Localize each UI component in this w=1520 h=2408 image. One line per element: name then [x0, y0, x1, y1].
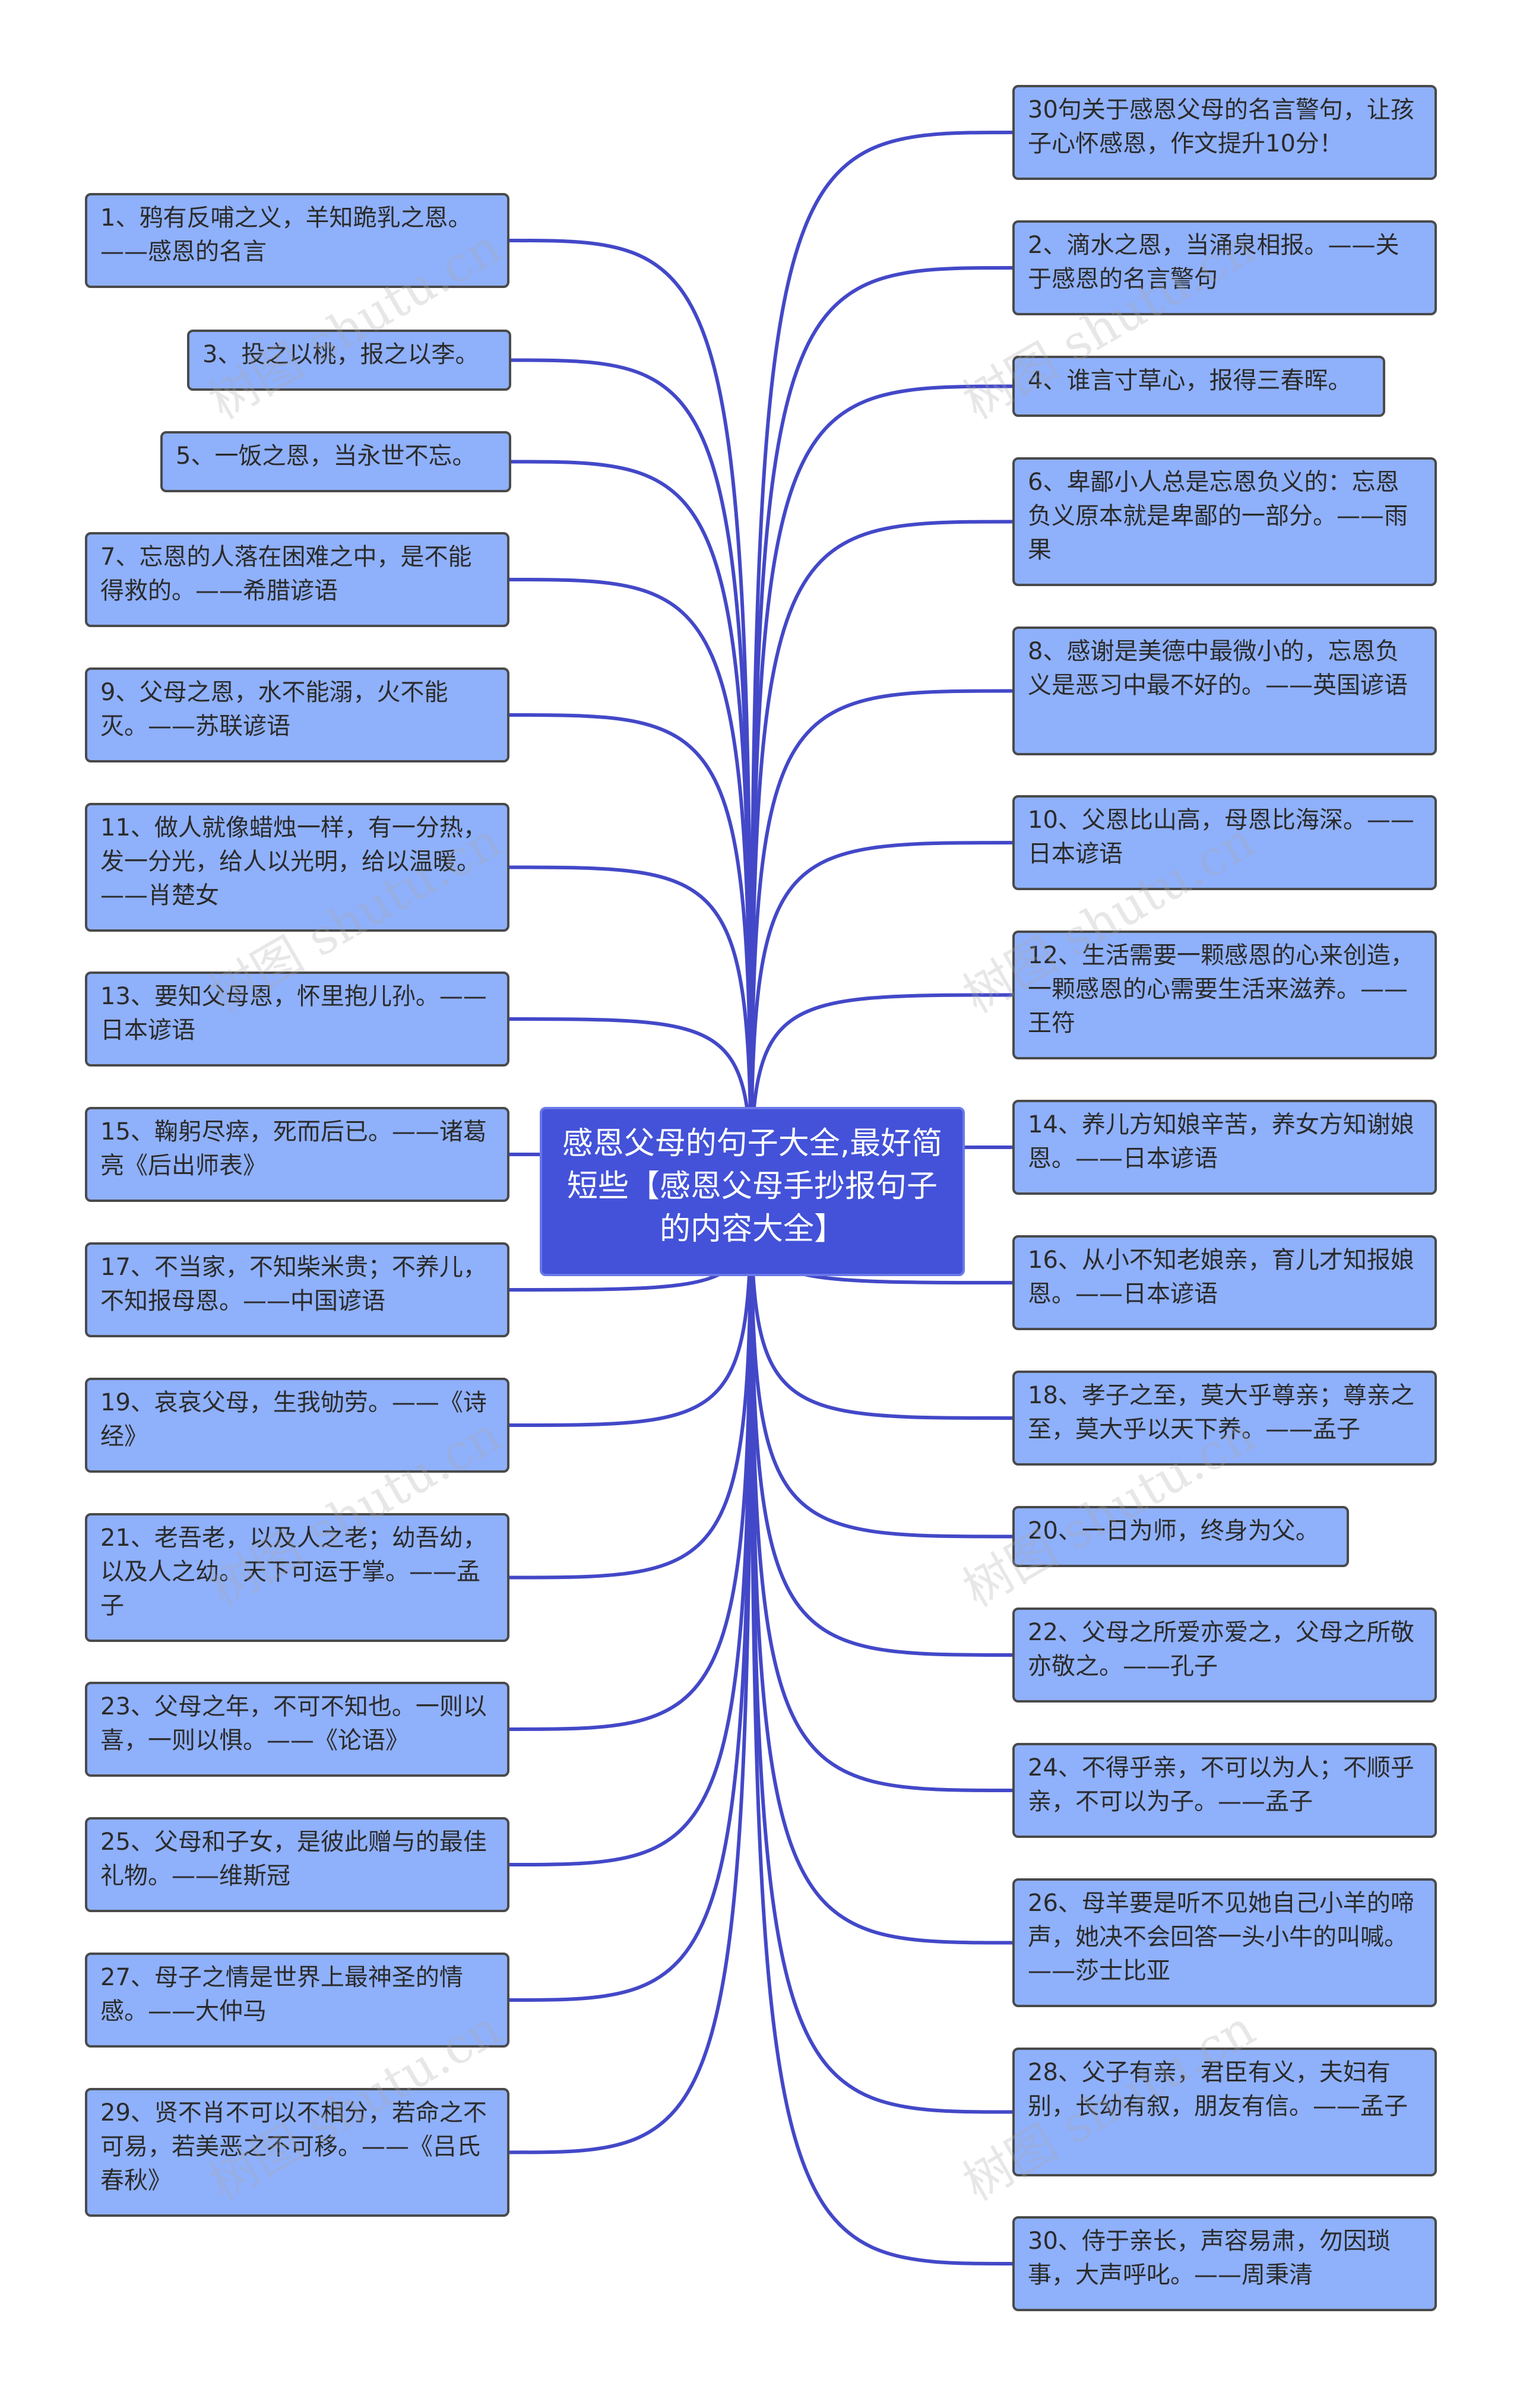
left-node-11[interactable]: 11、做人就像蜡烛一样，有一分热，发一分光，给人以光明，给以温暖。——肖楚女: [85, 803, 509, 932]
connector-left-1: [511, 358, 753, 1192]
left-node-15[interactable]: 15、鞠躬尽瘁，死而后已。——诸葛亮《后出师表》: [85, 1107, 509, 1202]
left-node-7[interactable]: 7、忘恩的人落在困难之中，是不能得救的。——希腊谚语: [85, 532, 509, 627]
left-node-29[interactable]: 29、贤不肖不可以不相分，若命之不可易，若美恶之不可移。——《吕氏春秋》: [85, 2088, 509, 2217]
right-node-26[interactable]: 26、母羊要是听不见她自己小羊的啼声，她决不会回答一头小牛的叫喊。——莎士比亚: [1012, 1878, 1437, 2007]
left-node-1[interactable]: 1、鸦有反哺之义，羊知跪乳之恩。——感恩的名言: [85, 193, 509, 288]
connector-right-5: [749, 841, 1013, 1192]
right-node-2[interactable]: 2、滴水之恩，当涌泉相报。——关于感恩的名言警句: [1012, 220, 1437, 315]
right-node-22[interactable]: 22、父母之所爱亦爱之，父母之所敬亦敬之。——孔子: [1012, 1608, 1437, 1703]
connector-left-4: [509, 713, 753, 1192]
connector-right-1: [749, 266, 1013, 1192]
right-node-18[interactable]: 18、孝子之至，莫大乎尊亲；尊亲之至，莫大乎以天下养。——孟子: [1012, 1371, 1437, 1466]
connector-right-13: [749, 1191, 1013, 1945]
right-node-8[interactable]: 8、感谢是美德中最微小的，忘恩负义是恶习中最不好的。——英国谚语: [1012, 626, 1437, 755]
right-node-30[interactable]: 30、侍于亲长，声容易肃，勿因琐事，大声呼叱。——周秉清: [1012, 2216, 1437, 2311]
left-node-13[interactable]: 13、要知父母恩，怀里抱儿孙。——日本谚语: [85, 972, 509, 1067]
left-node-5[interactable]: 5、一饭之恩，当永世不忘。: [160, 431, 511, 492]
connector-left-2: [511, 460, 753, 1192]
connector-right-0: [749, 131, 1013, 1192]
left-node-27[interactable]: 27、母子之情是世界上最神圣的情感。——大仲马: [85, 1953, 509, 2048]
connector-right-14: [749, 1191, 1013, 2114]
connector-right-15: [749, 1191, 1013, 2265]
left-node-9[interactable]: 9、父母之恩，水不能溺，火不能灭。——苏联谚语: [85, 667, 509, 762]
connector-right-3: [749, 520, 1013, 1192]
right-node-6[interactable]: 6、卑鄙小人总是忘恩负义的：忘恩负义原本就是卑鄙的一部分。——雨果: [1012, 457, 1437, 586]
right-node-20[interactable]: 20、一日为师，终身为父。: [1012, 1506, 1349, 1567]
right-node-28[interactable]: 28、父子有亲，君臣有义，夫妇有别，长幼有叙，朋友有信。——孟子: [1012, 2048, 1437, 2176]
left-node-25[interactable]: 25、父母和子女，是彼此赠与的最佳礼物。——维斯冠: [85, 1817, 509, 1912]
left-node-21[interactable]: 21、老吾老，以及人之老；幼吾幼，以及人之幼。天下可运于掌。——孟子: [85, 1513, 509, 1642]
right-node-title[interactable]: 30句关于感恩父母的名言警句，让孩子心怀感恩，作文提升10分！: [1012, 85, 1437, 180]
root-topic[interactable]: 感恩父母的句子大全,最好简短些【感恩父母手抄报句子的内容大全】: [540, 1107, 965, 1276]
right-node-16[interactable]: 16、从小不知老娘亲，育儿才知报娘恩。——日本谚语: [1012, 1235, 1437, 1330]
right-node-10[interactable]: 10、父恩比山高，母恩比海深。——日本谚语: [1012, 795, 1437, 890]
connector-right-2: [749, 384, 1013, 1192]
connector-right-4: [749, 689, 1013, 1192]
right-node-14[interactable]: 14、养儿方知娘辛苦，养女方知谢娘恩。——日本谚语: [1012, 1100, 1437, 1195]
left-node-19[interactable]: 19、哀哀父母，生我劬劳。——《诗经》: [85, 1378, 509, 1473]
right-node-24[interactable]: 24、不得乎亲，不可以为人；不顺乎亲，不可以为子。——孟子: [1012, 1743, 1437, 1838]
connector-left-14: [509, 1191, 753, 2154]
connector-left-3: [509, 578, 753, 1192]
left-node-17[interactable]: 17、不当家，不知柴米贵；不养儿，不知报母恩。——中国谚语: [85, 1242, 509, 1337]
right-node-4[interactable]: 4、谁言寸草心，报得三春晖。: [1012, 356, 1385, 417]
connector-left-13: [509, 1191, 753, 2002]
connector-left-5: [509, 865, 753, 1192]
left-node-23[interactable]: 23、父母之年，不可不知也。一则以喜，一则以惧。——《论语》: [85, 1682, 509, 1777]
right-node-12[interactable]: 12、生活需要一颗感恩的心来创造，一颗感恩的心需要生活来滋养。——王符: [1012, 931, 1437, 1059]
left-node-3[interactable]: 3、投之以桃，报之以李。: [187, 330, 511, 391]
